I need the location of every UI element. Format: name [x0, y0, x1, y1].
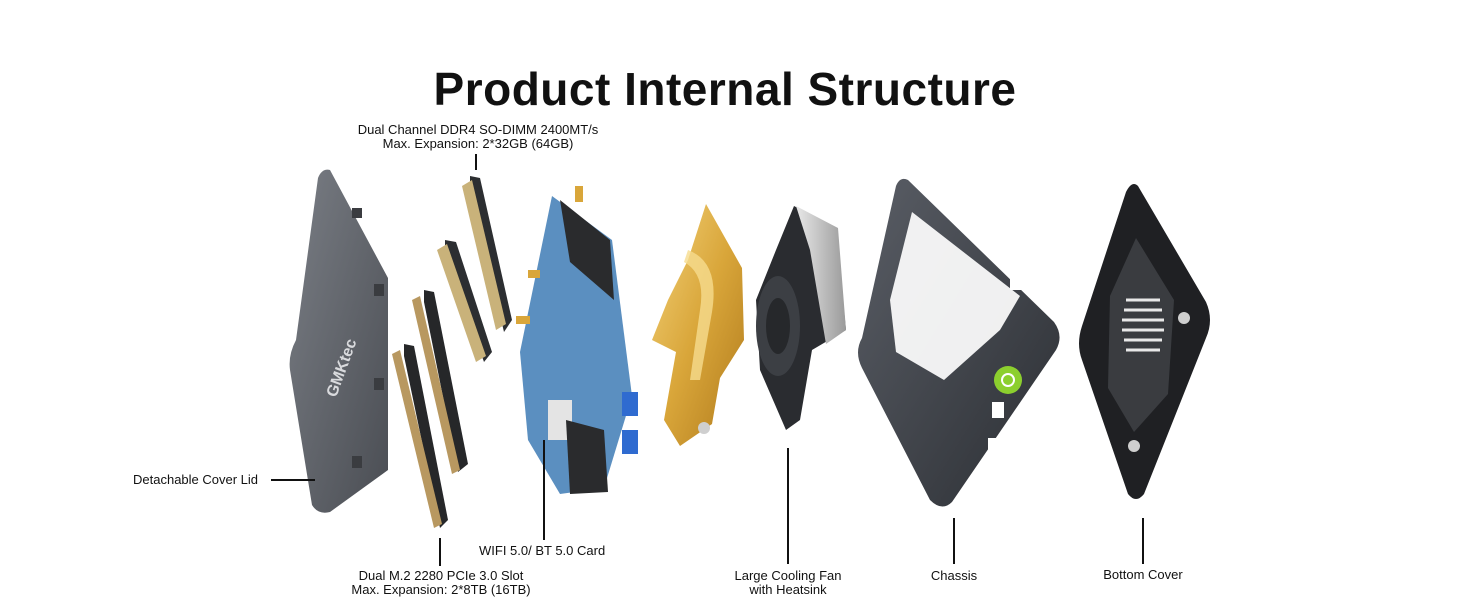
power-icon	[1001, 373, 1015, 387]
ssd-leader-line	[439, 538, 441, 566]
cover-lid-leader-line	[271, 479, 315, 481]
ssd-sticks	[392, 290, 468, 528]
chassis-leader-line	[953, 518, 955, 564]
ram-label-line2: Max. Expansion: 2*32GB (64GB)	[382, 136, 574, 151]
fan-label-line2: with Heatsink	[749, 582, 827, 597]
ssd-label-line2: Max. Expansion: 2*8TB (16TB)	[351, 582, 531, 597]
heat-pipe	[652, 204, 744, 446]
cover-lid-label: Detachable Cover Lid	[133, 472, 259, 487]
fan-label-line1: Large Cooling Fan	[734, 568, 842, 583]
motherboard	[516, 186, 638, 494]
fan-leader-line	[787, 448, 789, 564]
wifi-leader-line	[543, 440, 545, 540]
bottom-cover	[1079, 184, 1210, 499]
cooling-fan	[756, 206, 846, 430]
power-button	[994, 366, 1022, 394]
ram-leader-line	[475, 154, 477, 170]
page-title: Product Internal Structure	[433, 63, 1017, 115]
fan-label: Large Cooling Fan with Heatsink	[728, 569, 848, 597]
ram-sticks	[437, 176, 512, 362]
ssd-label: Dual M.2 2280 PCIe 3.0 Slot Max. Expansi…	[345, 569, 537, 597]
ram-label: Dual Channel DDR4 SO-DIMM 2400MT/s Max. …	[352, 123, 604, 151]
bottom-cover-label: Bottom Cover	[1103, 567, 1183, 582]
ram-label-line1: Dual Channel DDR4 SO-DIMM 2400MT/s	[357, 122, 599, 137]
chassis	[858, 178, 1060, 507]
bottom-cover-leader-line	[1142, 518, 1144, 564]
ssd-label-line1: Dual M.2 2280 PCIe 3.0 Slot	[358, 568, 524, 583]
wifi-label: WIFI 5.0/ BT 5.0 Card	[479, 543, 606, 558]
chassis-label: Chassis	[930, 568, 978, 583]
cover-lid: GMKtec	[289, 169, 388, 513]
